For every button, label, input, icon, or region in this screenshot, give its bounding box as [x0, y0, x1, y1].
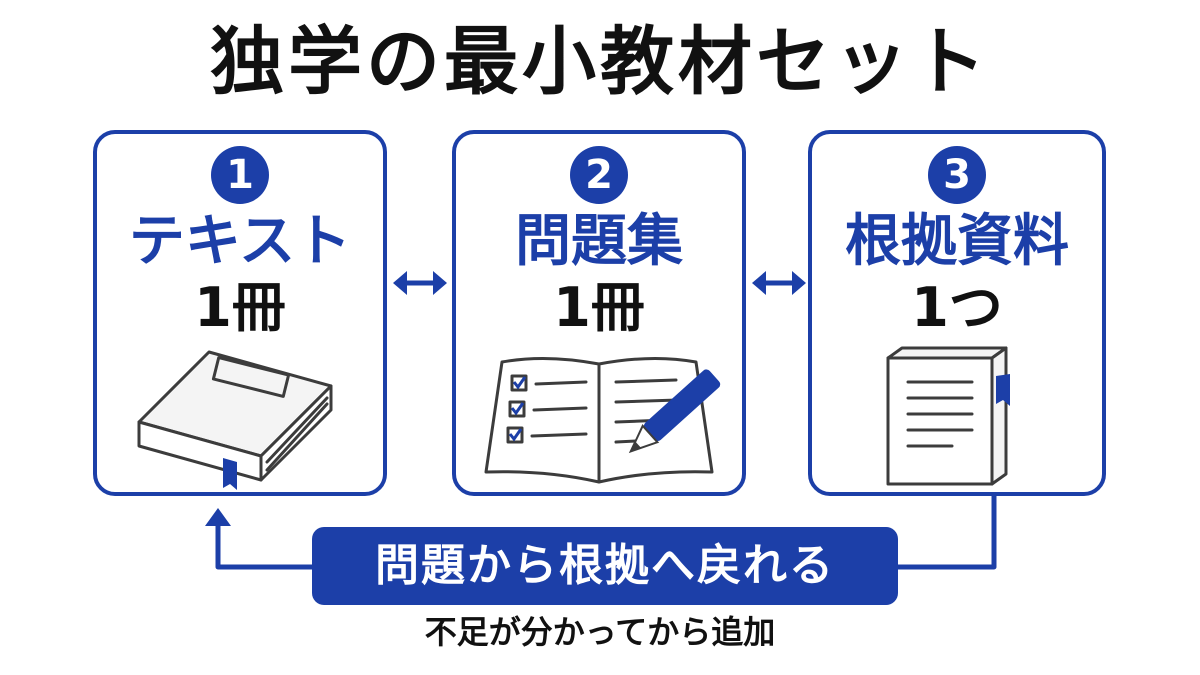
loop-arrowhead-icon — [205, 508, 231, 526]
double-arrow-icon — [393, 271, 447, 295]
card-label: 根拠資料 — [845, 209, 1069, 274]
card-label: テキスト — [128, 209, 352, 274]
double-arrow-icon — [752, 271, 806, 295]
card-quantity: 1つ — [911, 276, 1003, 339]
page-title: 独学の最小教材セット — [210, 19, 990, 105]
footnote-text: 不足が分かってから追加 — [424, 613, 776, 651]
card-label: 問題集 — [515, 209, 683, 274]
card-textbook: 1 テキスト 1冊 — [93, 130, 387, 496]
return-banner: 問題から根拠へ戻れる — [312, 527, 898, 605]
open-workbook-with-pen-icon — [484, 356, 721, 484]
closed-book-with-bookmark-icon — [137, 350, 333, 490]
step-number-badge: 1 — [211, 146, 269, 204]
step-number-badge: 2 — [570, 146, 628, 204]
step-number-badge: 3 — [928, 146, 986, 204]
document-book-with-bookmark-icon — [886, 346, 1010, 486]
card-workbook: 2 問題集 1冊 — [452, 130, 746, 496]
card-quantity: 1冊 — [194, 276, 286, 339]
card-quantity: 1冊 — [553, 276, 645, 339]
card-reference: 3 根拠資料 1つ — [808, 130, 1106, 496]
